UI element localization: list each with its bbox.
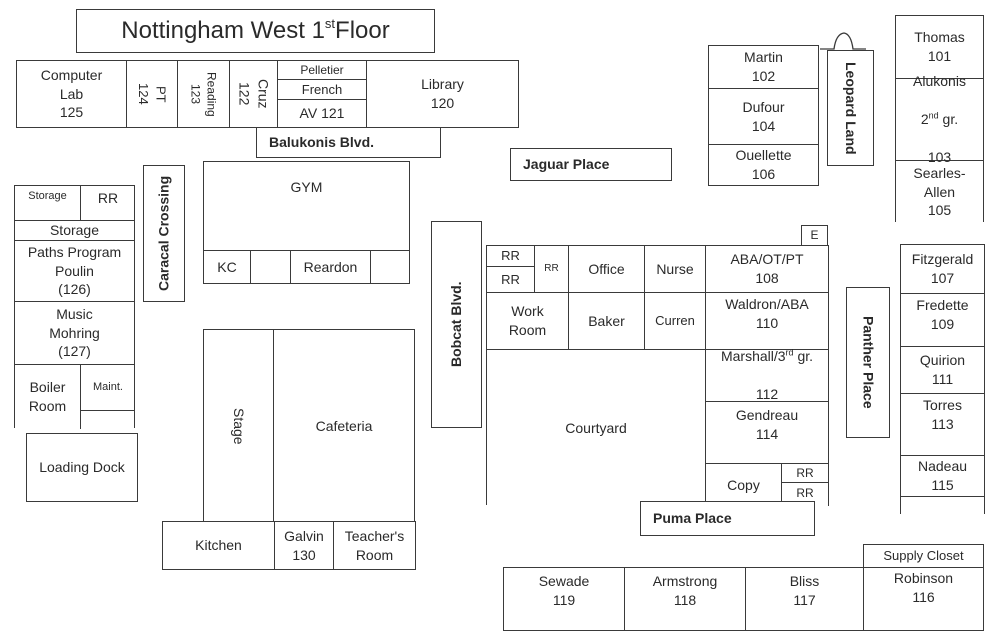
room-av-121[interactable]: AV 121 (278, 100, 367, 127)
room-rr-5[interactable]: RR (796, 485, 814, 500)
room-work-room[interactable]: Work Room (487, 293, 569, 349)
room-pt-124[interactable]: PT 124 (127, 61, 178, 127)
room-supply-closet[interactable]: Supply Closet (863, 544, 984, 568)
room-copy[interactable]: Copy (706, 464, 782, 507)
alukonis-label: Alukonis 2nd gr. 103 (913, 53, 966, 185)
room-fitzgerald-107[interactable]: Fitzgerald 107 (901, 245, 984, 294)
room-nadeau-115[interactable]: Nadeau 115 (901, 456, 984, 497)
kitchen-block: Kitchen Galvin 130 Teacher's Room (162, 521, 416, 570)
courtyard-west-wall (486, 349, 488, 505)
street-bobcat-blvd: Bobcat Blvd. (431, 221, 482, 428)
room-rr-2[interactable]: RR (487, 267, 535, 292)
street-jaguar-place: Jaguar Place (510, 148, 672, 181)
room-rr-west[interactable]: RR (81, 186, 135, 221)
room-sewade-119[interactable]: Sewade 119 (504, 568, 625, 630)
room-alukonis-103[interactable]: Alukonis 2nd gr. 103 (896, 73, 983, 165)
title-prefix: Nottingham West 1 (121, 17, 325, 44)
room-rr-1[interactable]: RR (487, 246, 535, 267)
north-east-wing: Thomas 101 Alukonis 2nd gr. 103 Searles-… (895, 15, 984, 222)
room-unlabeled-1[interactable] (251, 251, 291, 283)
room-rr-3[interactable]: RR (535, 246, 569, 292)
room-storage-small[interactable]: Storage (15, 186, 81, 221)
room-curren[interactable]: Curren (645, 293, 706, 349)
street-caracal-crossing: Caracal Crossing (143, 165, 185, 302)
room-french[interactable]: French (278, 80, 367, 100)
marshall-room: 112 (755, 385, 779, 402)
office-block: RR RR RR Office Nurse ABA/OT/PT 108 Work… (486, 245, 829, 350)
room-maint[interactable]: Maint. (81, 365, 135, 411)
room-reading-123[interactable]: Reading 123 (178, 61, 230, 127)
cafeteria-block: Stage Cafeteria (203, 329, 415, 523)
courtyard: Courtyard (565, 419, 627, 436)
room-searles-allen-105[interactable]: Searles- Allen 105 (913, 164, 966, 219)
room-fredette-109[interactable]: Fredette 109 (901, 294, 984, 347)
title-suffix: Floor (335, 17, 390, 44)
room-stage[interactable]: Stage (204, 330, 274, 523)
room-marshall-112[interactable]: Marshall/3rd gr. 112 (706, 348, 828, 402)
room-e[interactable]: E (801, 225, 828, 246)
room-teachers-room[interactable]: Teacher's Room (344, 527, 405, 563)
room-storage[interactable]: Storage (15, 221, 134, 241)
marshall-label: Marshall/3rd gr. 112 (721, 328, 813, 422)
grade-sup: nd (928, 110, 939, 121)
room-bliss-117[interactable]: Bliss 117 (746, 568, 864, 630)
room-aba-108[interactable]: ABA/OT/PT 108 (730, 251, 804, 286)
alukonis-room: 103 (927, 148, 952, 165)
room-thomas-101[interactable]: Thomas 101 (896, 16, 983, 79)
room-office[interactable]: Office (569, 246, 645, 292)
alukonis-grade: 2nd gr. (913, 110, 966, 129)
room-gym[interactable]: GYM (204, 162, 409, 251)
west-wing-block: Storage RR Storage Paths Program Poulin … (14, 185, 135, 429)
divider (487, 292, 828, 294)
room-dufour-104[interactable]: Dufour 104 (709, 89, 818, 145)
room-unlabeled-2[interactable] (371, 251, 409, 283)
marshall-sup: rd (785, 347, 794, 358)
marshall-suffix: gr. (793, 348, 814, 365)
room-library-120[interactable]: Library 120 (421, 76, 464, 111)
street-leopard-land: Leopard Land (827, 50, 874, 166)
grade-suffix: gr. (938, 111, 959, 128)
room-computer-lab[interactable]: Computer Lab 125 (17, 61, 127, 127)
room-reardon[interactable]: Reardon (291, 251, 371, 283)
gym-block: GYM KC Reardon (203, 161, 410, 284)
marshall-name: Marshall/3rd gr. (721, 347, 813, 366)
room-kc[interactable]: KC (204, 251, 251, 283)
room-kitchen[interactable]: Kitchen (163, 522, 275, 569)
grade-num: 2 (920, 111, 929, 128)
room-cafeteria[interactable]: Cafeteria (315, 418, 373, 435)
room-galvin-130[interactable]: Galvin 130 (275, 522, 334, 569)
street-balukonis-blvd: Balukonis Blvd. (256, 127, 441, 158)
room-martin-102[interactable]: Martin 102 (709, 46, 818, 89)
room-rr-4[interactable]: RR (782, 464, 828, 483)
room-paths-program-126[interactable]: Paths Program Poulin (126) (15, 241, 134, 302)
room-nurse[interactable]: Nurse (645, 246, 706, 292)
room-quirion-111[interactable]: Quirion 111 (901, 347, 984, 394)
northeast-block: Martin 102 Dufour 104 Ouellette 106 (708, 45, 819, 186)
room-gendreau-114[interactable]: Gendreau 114 (706, 402, 828, 464)
room-torres-113[interactable]: Torres 113 (901, 394, 984, 456)
street-panther-place: Panther Place (846, 287, 890, 438)
room-ouellette-106[interactable]: Ouellette 106 (735, 147, 792, 182)
room-pelletier[interactable]: Pelletier (278, 61, 367, 80)
room-boiler[interactable]: Boiler Room (15, 365, 81, 429)
east-wing-block: Fitzgerald 107 Fredette 109 Quirion 111 … (900, 244, 985, 514)
room-music-127[interactable]: Music Mohring (127) (15, 302, 134, 365)
top-row-block: Computer Lab 125 PT 124 Reading 123 Cruz… (16, 60, 519, 128)
loading-dock[interactable]: Loading Dock (26, 433, 138, 502)
room-waldron-110[interactable]: Waldron/ABA 110 (725, 296, 809, 331)
room-robinson-116[interactable]: Robinson 116 (893, 570, 954, 605)
room-cruz-122[interactable]: Cruz 122 (230, 61, 278, 127)
east-classrooms-column: Marshall/3rd gr. 112 Gendreau 114 Copy R… (705, 348, 829, 507)
room-armstrong-118[interactable]: Armstrong 118 (625, 568, 746, 630)
street-puma-place: Puma Place (640, 501, 815, 536)
bell-icon (820, 32, 866, 50)
marshall-name-text: Marshall/3 (720, 348, 786, 365)
alukonis-name: Alukonis (913, 73, 966, 90)
south-row-block: Sewade 119 Armstrong 118 Bliss 117 Robin… (503, 567, 984, 631)
room-baker[interactable]: Baker (569, 293, 645, 349)
